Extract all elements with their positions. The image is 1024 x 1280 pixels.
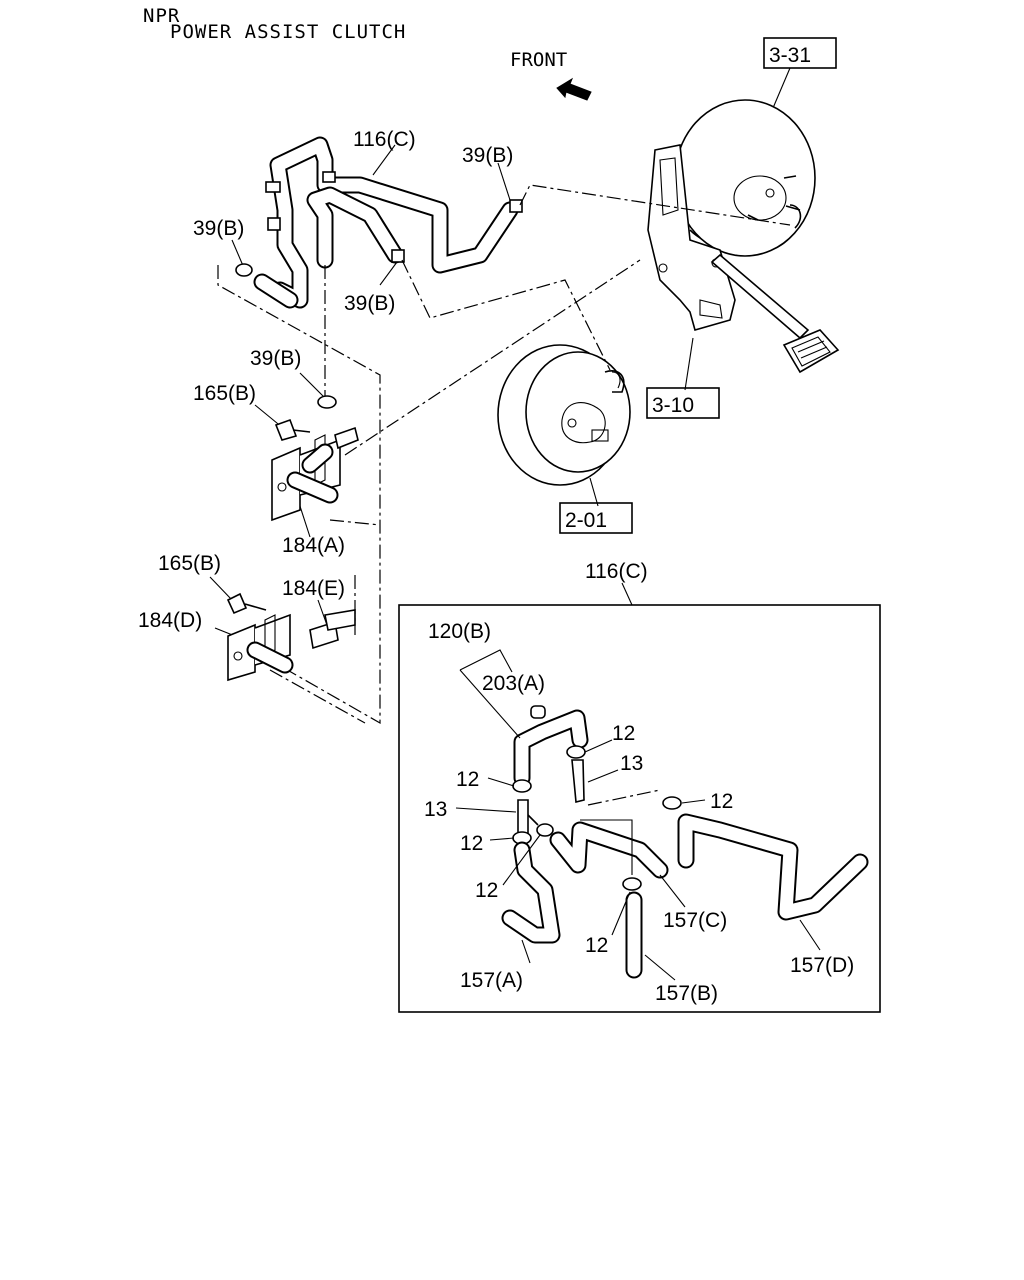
label-12-a: 12	[612, 722, 635, 745]
callout-165b-upper: 165(B)	[193, 382, 256, 405]
ref-box-3-10[interactable]: 3-10	[646, 387, 720, 419]
callout-39b-top-right: 39(B)	[462, 144, 513, 167]
detail-hose-157d[interactable]	[677, 813, 869, 921]
bracket-184e[interactable]	[309, 609, 356, 650]
bolt-165b-lower[interactable]	[226, 592, 267, 615]
detail-hose-157a[interactable]	[501, 841, 561, 944]
hose-assembly-upper[interactable]	[265, 136, 523, 309]
ref-box-2-01[interactable]: 2-01	[559, 502, 633, 534]
svg-text:3-10: 3-10	[652, 394, 694, 417]
label-157b: 157(B)	[655, 982, 718, 1005]
cap-203a	[530, 705, 546, 719]
label-12-c: 12	[710, 790, 733, 813]
bolt-165b-upper[interactable]	[274, 418, 311, 441]
model-name: NPR	[143, 5, 181, 27]
callout-184e: 184(E)	[282, 577, 345, 600]
label-157a: 157(A)	[460, 969, 523, 992]
label-157c: 157(C)	[663, 909, 727, 932]
label-12-d: 12	[460, 832, 483, 855]
svg-text:3-31: 3-31	[769, 44, 811, 67]
clamp-39b-lower[interactable]	[317, 395, 337, 409]
detail-box-title: 116(C)	[585, 560, 648, 583]
callout-116c-top: 116(C)	[353, 128, 416, 151]
callout-39b-mid: 39(B)	[344, 292, 395, 315]
callout-39b-left: 39(B)	[193, 217, 244, 240]
ref-box-3-31[interactable]: 3-31	[763, 37, 837, 69]
front-direction-arrow-icon	[556, 77, 592, 101]
label-13-a: 13	[620, 752, 643, 775]
front-label: FRONT	[510, 49, 567, 71]
detail-clamps[interactable]	[512, 745, 682, 891]
callout-165b-lower: 165(B)	[158, 552, 221, 575]
clamp-39b-left[interactable]	[235, 263, 299, 309]
callout-184d: 184(D)	[138, 609, 202, 632]
section-title: POWER ASSIST CLUTCH	[170, 21, 407, 43]
svg-text:2-01: 2-01	[565, 509, 607, 532]
label-120b: 120(B)	[428, 620, 491, 643]
label-12-f: 12	[585, 934, 608, 957]
label-12-b: 12	[456, 768, 479, 791]
label-157d: 157(D)	[790, 954, 854, 977]
detail-hose-157c[interactable]	[549, 821, 669, 879]
master-vac-assembly[interactable]	[647, 99, 840, 374]
label-203a: 203(A)	[482, 672, 545, 695]
clutch-booster-unit[interactable]	[497, 344, 631, 486]
bracket-184a[interactable]	[271, 426, 359, 522]
bracket-184d[interactable]	[227, 613, 294, 682]
callout-184a: 184(A)	[282, 534, 345, 557]
detail-hose-set-120b[interactable]	[513, 705, 589, 787]
detail-box	[398, 604, 881, 1013]
label-13-b: 13	[424, 798, 447, 821]
label-12-e: 12	[475, 879, 498, 902]
callout-39b-lower: 39(B)	[250, 347, 301, 370]
